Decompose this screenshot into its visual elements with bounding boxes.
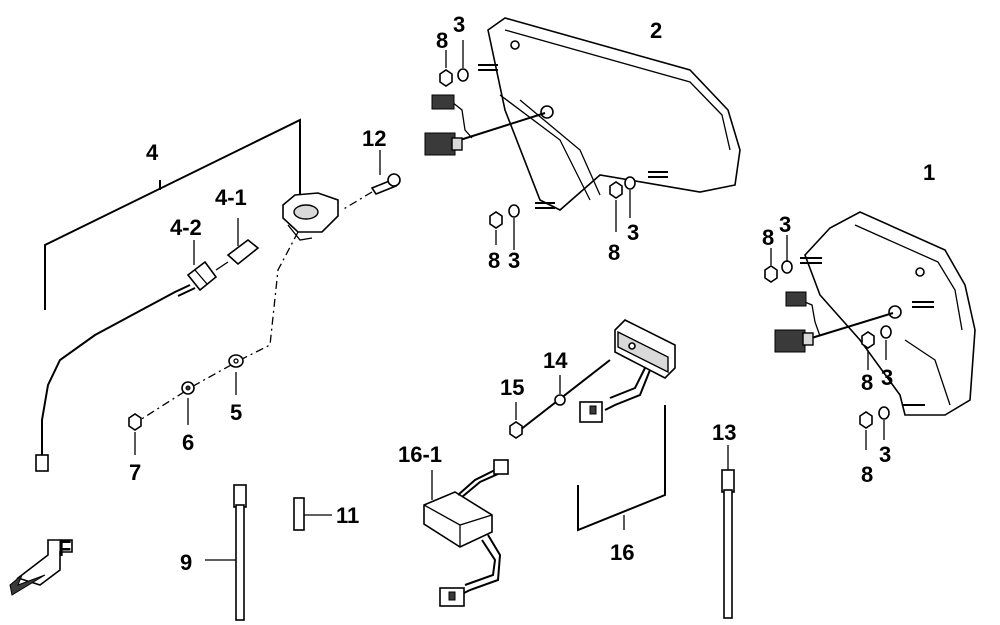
callout-8-e: 8: [861, 370, 873, 395]
direction-marker-letter: F: [58, 536, 71, 561]
callout-3-e: 3: [881, 365, 893, 390]
license-lamp-assembly: [35, 118, 339, 472]
callout-9: 9: [180, 550, 192, 575]
callout-15: 15: [500, 375, 524, 400]
callout-16-1: 16-1: [398, 442, 442, 467]
callout-12: 12: [362, 126, 386, 151]
clip-11: [293, 497, 332, 531]
callout-2: 2: [650, 18, 662, 43]
callout-6: 6: [182, 430, 194, 455]
callout-11: 11: [336, 503, 359, 528]
callout-8-a: 8: [436, 28, 448, 53]
callout-1: 1: [923, 160, 935, 185]
screw-12: [341, 150, 401, 211]
callout-4: 4: [146, 140, 159, 165]
cable-tie-13: [721, 445, 735, 619]
cable-tie-9: [205, 484, 247, 621]
callout-3-c: 3: [627, 220, 639, 245]
callout-8-f: 8: [861, 462, 873, 487]
callout-8-b: 8: [488, 248, 500, 273]
callout-14: 14: [543, 348, 568, 373]
tail-lamp-upper: [424, 17, 741, 211]
callout-16: 16: [610, 540, 634, 565]
tail-lamp-right: [774, 211, 976, 416]
hardware-5-6-7: [128, 231, 299, 455]
callout-3-f: 3: [879, 442, 891, 467]
front-direction-marker: F: [9, 536, 73, 596]
callout-4-2: 4-2: [170, 215, 202, 240]
callout-3-d: 3: [779, 212, 791, 237]
callout-7: 7: [129, 460, 141, 485]
callout-3-b: 3: [508, 248, 520, 273]
callout-5: 5: [230, 400, 242, 425]
callout-8-d: 8: [762, 225, 774, 250]
callouts: 1 2 3 8 3 8 3 8 3 8 3 8 3 8 4 4-1 4-2 5 …: [129, 12, 935, 575]
callout-4-1: 4-1: [215, 185, 247, 210]
callout-13: 13: [712, 420, 736, 445]
hardware-8-3: [439, 40, 892, 450]
module-16-1: [423, 459, 509, 607]
callout-3-a: 3: [453, 12, 465, 37]
marker-lamp-16: [509, 319, 676, 532]
callout-8-c: 8: [608, 240, 620, 265]
